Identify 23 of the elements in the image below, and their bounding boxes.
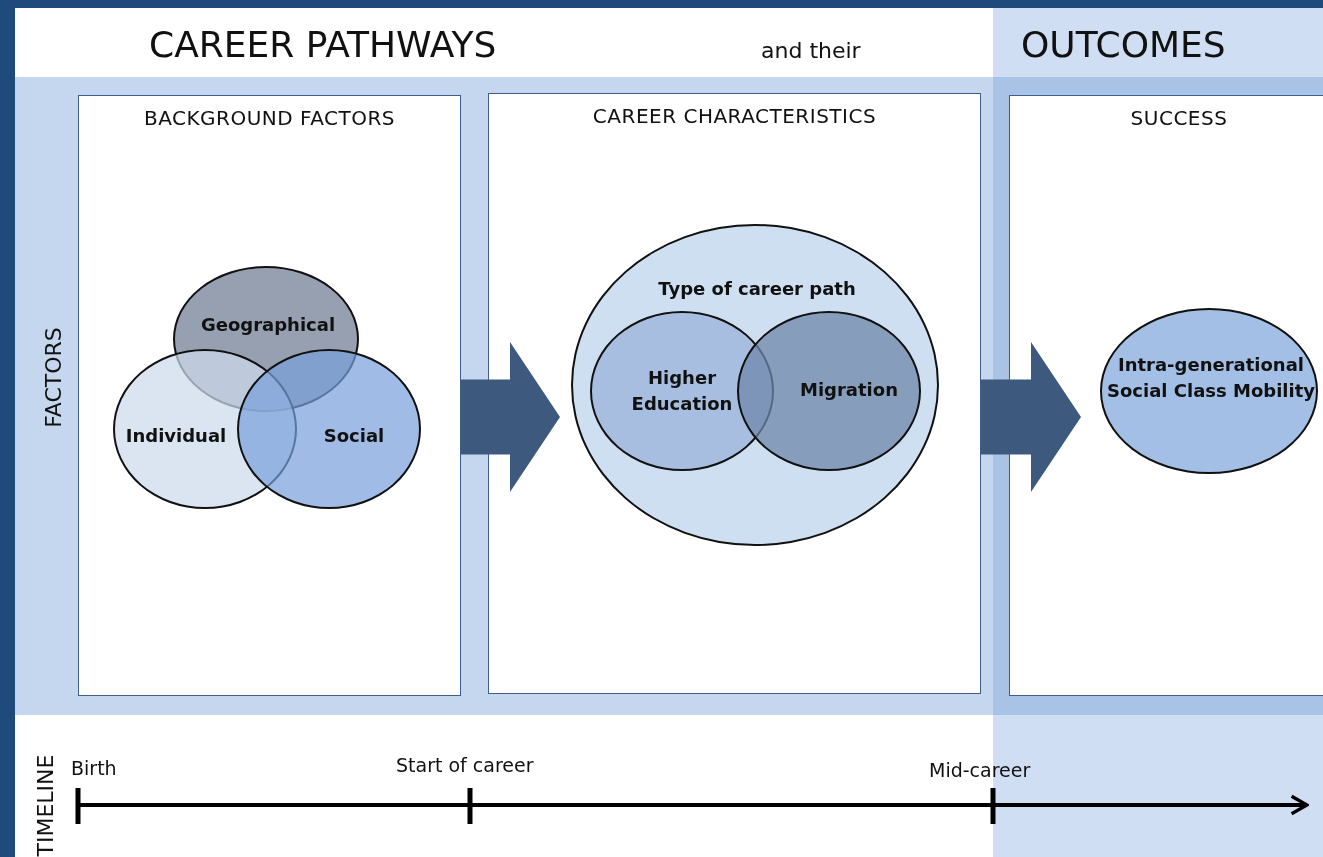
circle-label: Individual xyxy=(124,424,228,448)
panel-heading: CAREER CHARACTERISTICS xyxy=(591,104,878,128)
header-title: OUTCOMES xyxy=(1021,24,1226,65)
circle-label: Type of career path xyxy=(657,277,857,301)
axis-label: FACTORS xyxy=(40,327,66,428)
timeline-label: Birth xyxy=(71,757,117,779)
circle-label: Migration xyxy=(799,378,899,402)
circle-label: Higher Education xyxy=(630,366,734,416)
header-title: and their xyxy=(761,38,861,63)
panel xyxy=(78,95,461,696)
block-arrow xyxy=(461,342,560,492)
block-arrow xyxy=(981,342,1081,492)
axis-label: TIMELINE xyxy=(33,754,59,857)
panel xyxy=(1009,95,1323,696)
circle-label: Geographical xyxy=(199,313,337,337)
header-title: CAREER PATHWAYS xyxy=(149,24,497,65)
panel xyxy=(488,93,981,694)
panel-heading: SUCCESS xyxy=(1129,106,1229,130)
circle-label: Social xyxy=(322,424,386,448)
timeline-label: Mid-career xyxy=(929,759,1031,781)
timeline-label: Start of career xyxy=(396,754,534,776)
circle-label: Intra-generational Social Class Mobility xyxy=(1106,353,1316,403)
panel-heading: BACKGROUND FACTORS xyxy=(142,106,397,130)
